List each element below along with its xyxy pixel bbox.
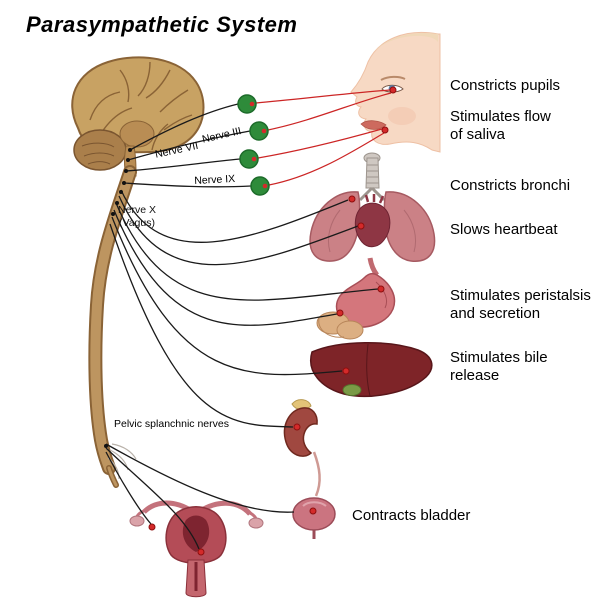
diagram-title: Parasympathetic System (26, 12, 298, 37)
effect-label-stimulates-bile: Stimulates bile release (450, 349, 548, 384)
marker-bronchi (348, 195, 356, 203)
marker-kidney (293, 423, 301, 431)
intestine-coil-icon (316, 311, 364, 340)
ganglion-nerve-iii (237, 94, 257, 114)
effect-label-stimulates-peristalsis: Stimulates peristalsis and secretion (450, 287, 591, 322)
effect-line: Stimulates peristalsis (450, 287, 591, 304)
nerve-x-vagus-label: Nerve X (Vagus) (110, 204, 164, 230)
effect-label-stimulates-saliva: Stimulates flow of saliva (450, 108, 551, 143)
kidney-icon (283, 399, 321, 497)
effect-label-constricts-pupils: Constricts pupils (450, 77, 560, 95)
effect-label-constricts-bronchi: Constricts bronchi (450, 177, 570, 195)
pelvic-splanchnic-label: Pelvic splanchnic nerves (114, 418, 229, 430)
postganglionic-red-fibers (255, 89, 392, 186)
effect-line: release (450, 366, 500, 384)
marker-uterus-left (148, 523, 156, 531)
nerve-ix-label: Nerve IX (194, 172, 236, 187)
bladder-icon (292, 497, 336, 539)
marker-eye (389, 86, 397, 94)
marker-stomach (377, 285, 385, 293)
nerve-x-line1: Nerve X (118, 204, 156, 216)
marker-uterus-right (197, 548, 205, 556)
ganglion-icons (237, 94, 270, 196)
effect-line: of saliva (450, 125, 506, 143)
marker-heart (357, 222, 365, 230)
heart-icon (354, 194, 391, 248)
brain-icon (71, 56, 205, 177)
ganglion-nerve-vii-a (249, 121, 269, 141)
lips-icon (360, 120, 387, 130)
marker-bladder (309, 507, 317, 515)
marker-liver (342, 367, 350, 375)
ganglion-nerve-vii-b (239, 149, 259, 169)
effect-label-contracts-bladder: Contracts bladder (352, 507, 470, 525)
nerve-root-dots (104, 148, 132, 448)
liver-icon (310, 341, 433, 397)
marker-duodenum (336, 309, 344, 317)
effect-line: Slows heartbeat (450, 221, 558, 238)
uterus-icon (129, 500, 264, 598)
effect-line: Constricts pupils (450, 77, 561, 94)
effect-line: and secretion (450, 304, 541, 322)
vagus-and-cranial-nerve-lines (109, 103, 379, 428)
ganglion-nerve-ix (250, 176, 270, 196)
marker-mouth (381, 126, 389, 134)
effect-line: Constricts bronchi (450, 177, 571, 194)
gallbladder-icon (342, 384, 362, 396)
effect-line: Stimulates flow (450, 108, 551, 125)
cerebellum (73, 129, 127, 171)
nerve-ending-markers (148, 86, 397, 556)
effect-line: Stimulates bile (450, 349, 548, 366)
effect-label-slows-heartbeat: Slows heartbeat (450, 221, 558, 239)
nerve-x-line2: (Vagus) (119, 217, 155, 230)
effect-line: Contracts bladder (352, 507, 471, 524)
pelvic-splanchnic-nerve-lines (105, 443, 295, 550)
